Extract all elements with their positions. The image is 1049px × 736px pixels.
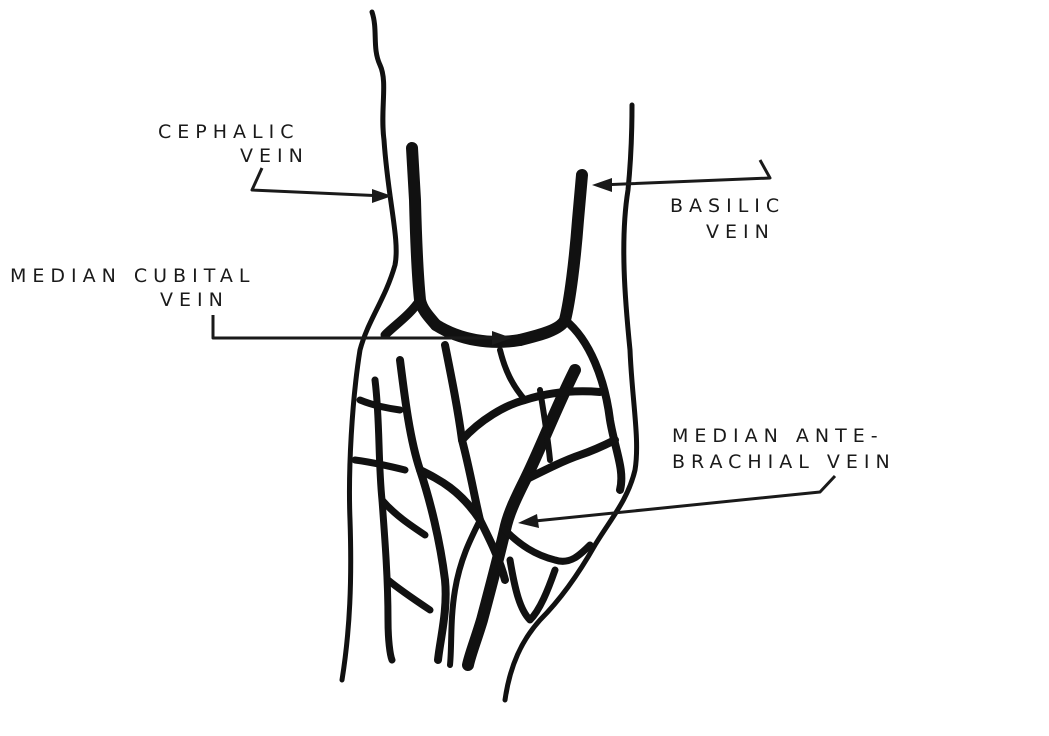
cephalic-leader: [252, 168, 385, 196]
median-ante-arrowhead: [518, 514, 539, 528]
basilic-label-line2: VEIN: [706, 221, 775, 243]
basilic-vein-trunk: [520, 175, 582, 340]
median-ante-leader: [525, 476, 835, 522]
basilic-label-line1: BASILIC: [670, 195, 785, 217]
labels: CEPHALIC VEIN BASILIC VEIN MEDIAN CUBITA…: [10, 121, 896, 473]
cephalic-label-line1: CEPHALIC: [158, 121, 299, 143]
vein-branch-3: [400, 360, 446, 660]
median-ante-label-line1: MEDIAN ANTE-: [672, 425, 884, 447]
vein-branch-5: [375, 380, 392, 660]
cephalic-vein-branch: [385, 300, 420, 335]
vein-branch-12: [500, 350, 525, 400]
basilic-leader: [600, 160, 770, 185]
median-cubital-label-line1: MEDIAN CUBITAL: [10, 265, 255, 287]
median-ante-label-line2: BRACHIAL VEIN: [672, 451, 896, 473]
vein-branch-2: [462, 391, 600, 440]
basilic-vein-lateral: [565, 320, 621, 490]
basilic-arrowhead: [592, 178, 612, 192]
cephalic-label-line2: VEIN: [240, 145, 309, 167]
median-cubital-label-line2: VEIN: [160, 289, 229, 311]
vein-branch-9: [505, 530, 590, 561]
